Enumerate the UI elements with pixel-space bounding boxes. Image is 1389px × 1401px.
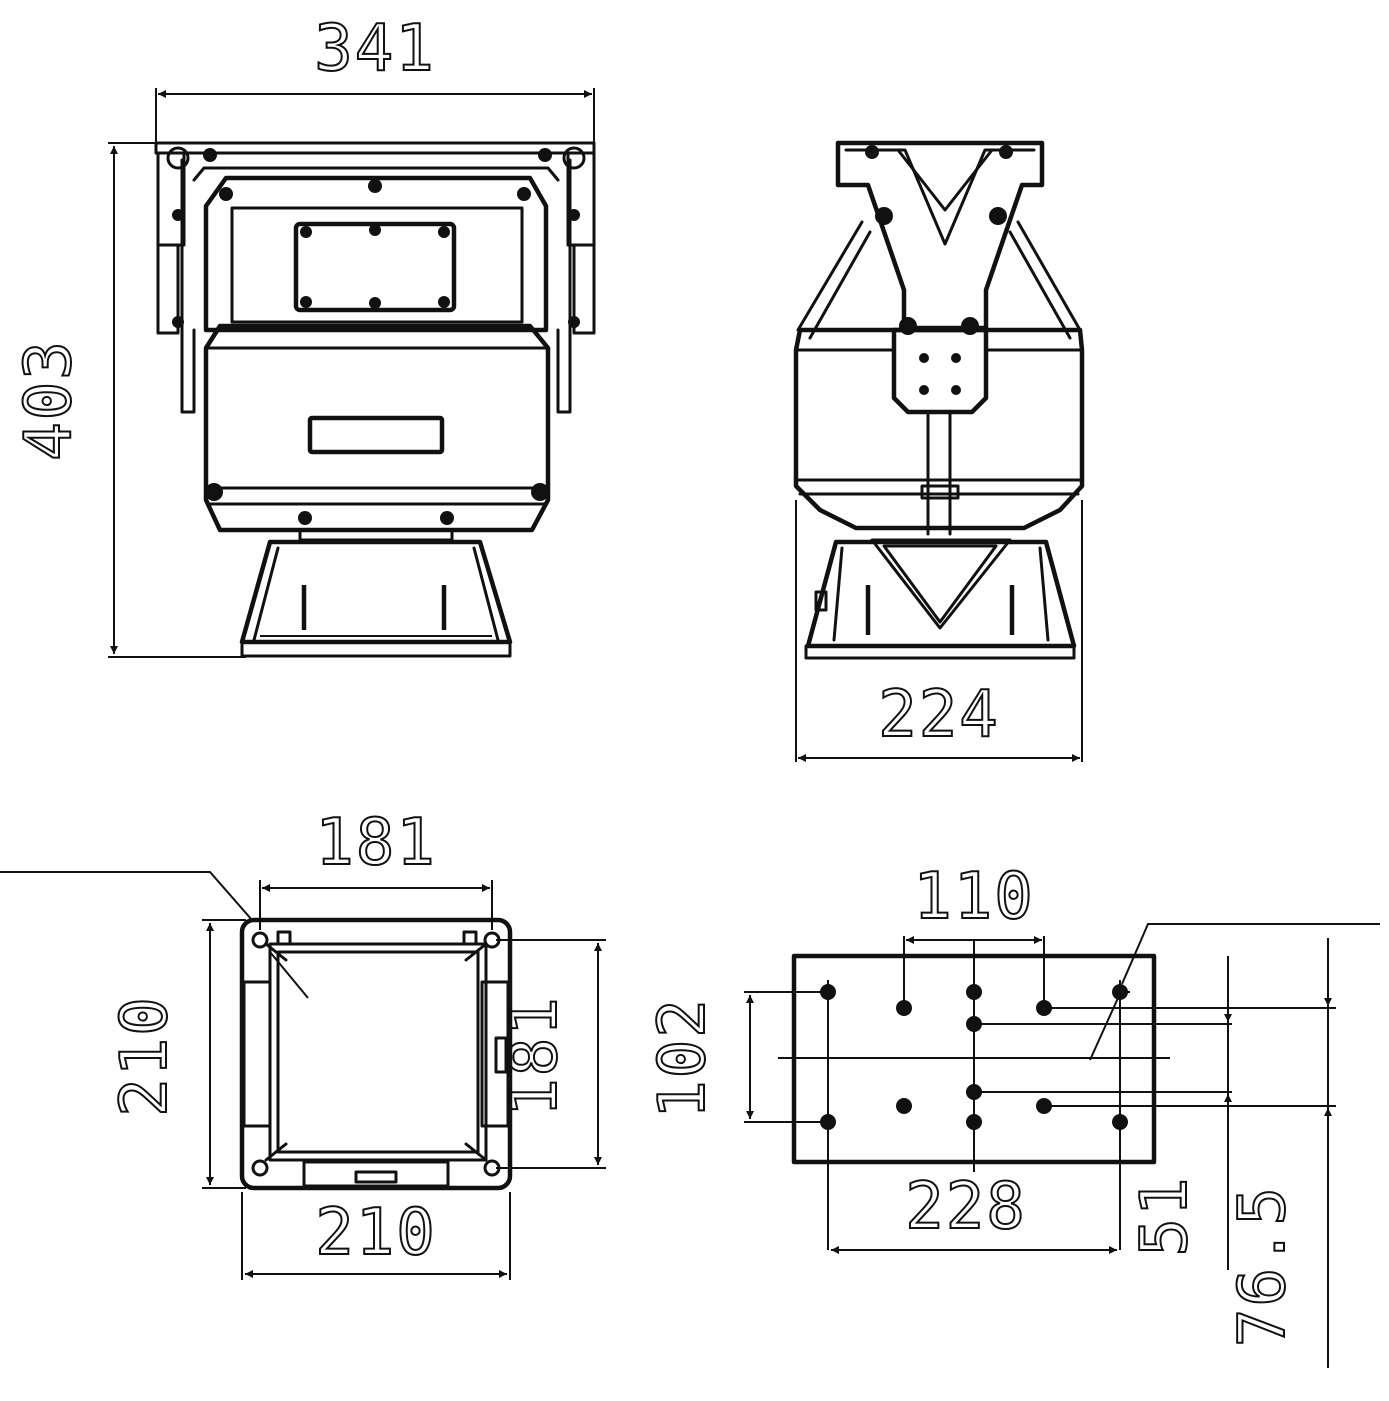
dim-height-403: 403 <box>12 339 86 461</box>
front-dimensions: 341 403 <box>11 11 595 658</box>
dim-bottom-228: 228 <box>905 1170 1027 1244</box>
base-dimensions: 181 210 181 210 <box>107 805 606 1280</box>
dim-top-110: 110 <box>913 860 1035 934</box>
dim-top-181: 181 <box>315 806 437 880</box>
dim-bottom-210: 210 <box>315 1196 437 1270</box>
dim-left-102: 102 <box>646 997 720 1119</box>
side-view <box>793 140 1085 660</box>
dim-right-181: 181 <box>498 995 572 1117</box>
mount-dimensions: 110 102 228 51 76.5 <box>645 859 1332 1368</box>
base-view <box>0 871 513 1191</box>
front-view <box>154 141 596 658</box>
dim-left-210: 210 <box>108 995 182 1117</box>
dim-width-341: 341 <box>314 12 436 86</box>
dim-outer-76-5: 76.5 <box>1226 1185 1300 1347</box>
dim-width-224: 224 <box>878 678 1000 752</box>
dim-inner-51: 51 <box>1128 1175 1202 1256</box>
side-dimensions: 224 <box>795 500 1083 762</box>
mount-view <box>744 923 1380 1250</box>
